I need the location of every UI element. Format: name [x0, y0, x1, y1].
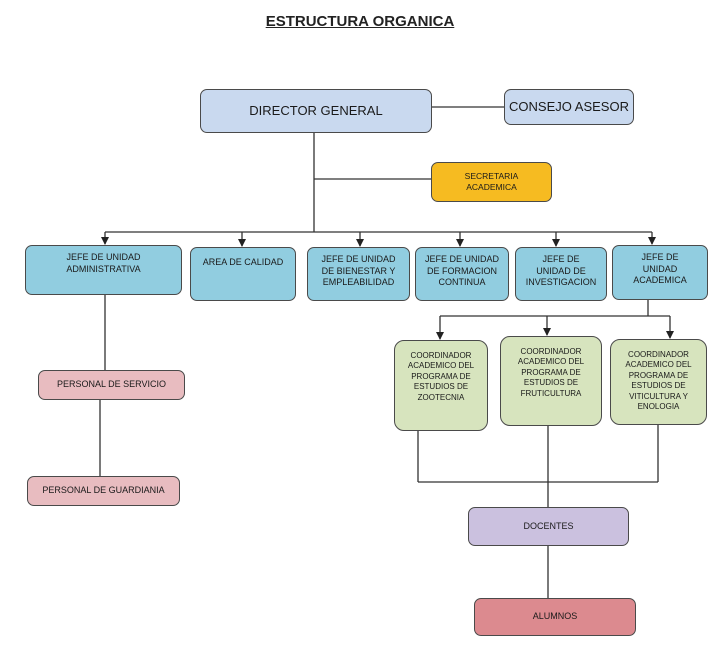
coordinador-fruticultura-node: COORDINADOR ACADEMICO DEL PROGRAMA DE ES…: [500, 336, 602, 426]
secretaria-academica-label: SECRETARIA ACADEMICA: [464, 170, 519, 192]
coordinador-viticultura-node: COORDINADOR ACADEMICO DEL PROGRAMA DE ES…: [610, 339, 707, 425]
jefe-unidad-bienestar-node: JEFE DE UNIDAD DE BIENESTAR Y EMPLEABILI…: [307, 247, 410, 301]
jefe-unidad-investigacion-node: JEFE DE UNIDAD DE INVESTIGACION: [515, 247, 607, 301]
personal-de-guardiania-node: PERSONAL DE GUARDIANIA: [27, 476, 180, 506]
jefe-unidad-investigacion-label: JEFE DE UNIDAD DE INVESTIGACION: [525, 254, 597, 288]
jefe-unidad-academica-node: JEFE DE UNIDAD ACADEMICA: [612, 245, 708, 300]
consejo-asesor-label: CONSEJO ASESOR: [509, 98, 629, 114]
coordinador-zootecnia-node: COORDINADOR ACADEMICO DEL PROGRAMA DE ES…: [394, 340, 488, 431]
area-de-calidad-label: AREA DE CALIDAD: [202, 257, 284, 267]
coordinador-fruticultura-label: COORDINADOR ACADEMICO DEL PROGRAMA DE ES…: [517, 347, 585, 398]
jefe-unidad-academica-label: JEFE DE UNIDAD ACADEMICA: [633, 252, 687, 286]
chart-title: ESTRUCTURA ORGANICA: [265, 13, 455, 30]
coordinador-zootecnia-label: COORDINADOR ACADEMICO DEL PROGRAMA DE ES…: [407, 351, 475, 402]
secretaria-academica-node: SECRETARIA ACADEMICA: [431, 162, 552, 202]
personal-de-servicio-label: PERSONAL DE SERVICIO: [56, 379, 167, 390]
area-de-calidad-node: AREA DE CALIDAD: [190, 247, 296, 301]
director-general-label: DIRECTOR GENERAL: [249, 102, 383, 118]
jefe-unidad-administrativa-label: JEFE DE UNIDAD ADMINISTRATIVA: [66, 252, 141, 274]
personal-de-servicio-node: PERSONAL DE SERVICIO: [38, 370, 185, 400]
docentes-label: DOCENTES: [523, 520, 574, 531]
director-general-node: DIRECTOR GENERAL: [200, 89, 432, 133]
personal-de-guardiania-label: PERSONAL DE GUARDIANIA: [42, 485, 165, 496]
coordinador-viticultura-label: COORDINADOR ACADEMICO DEL PROGRAMA DE ES…: [625, 350, 692, 411]
jefe-unidad-formacion-label: JEFE DE UNIDAD DE FORMACION CONTINUA: [424, 254, 499, 288]
consejo-asesor-node: CONSEJO ASESOR: [504, 89, 634, 125]
jefe-unidad-formacion-node: JEFE DE UNIDAD DE FORMACION CONTINUA: [415, 247, 509, 301]
jefe-unidad-bienestar-label: JEFE DE UNIDAD DE BIENESTAR Y EMPLEABILI…: [321, 254, 396, 288]
alumnos-label: ALUMNOS: [532, 611, 578, 622]
docentes-node: DOCENTES: [468, 507, 629, 546]
jefe-unidad-administrativa-node: JEFE DE UNIDAD ADMINISTRATIVA: [25, 245, 182, 295]
alumnos-node: ALUMNOS: [474, 598, 636, 636]
